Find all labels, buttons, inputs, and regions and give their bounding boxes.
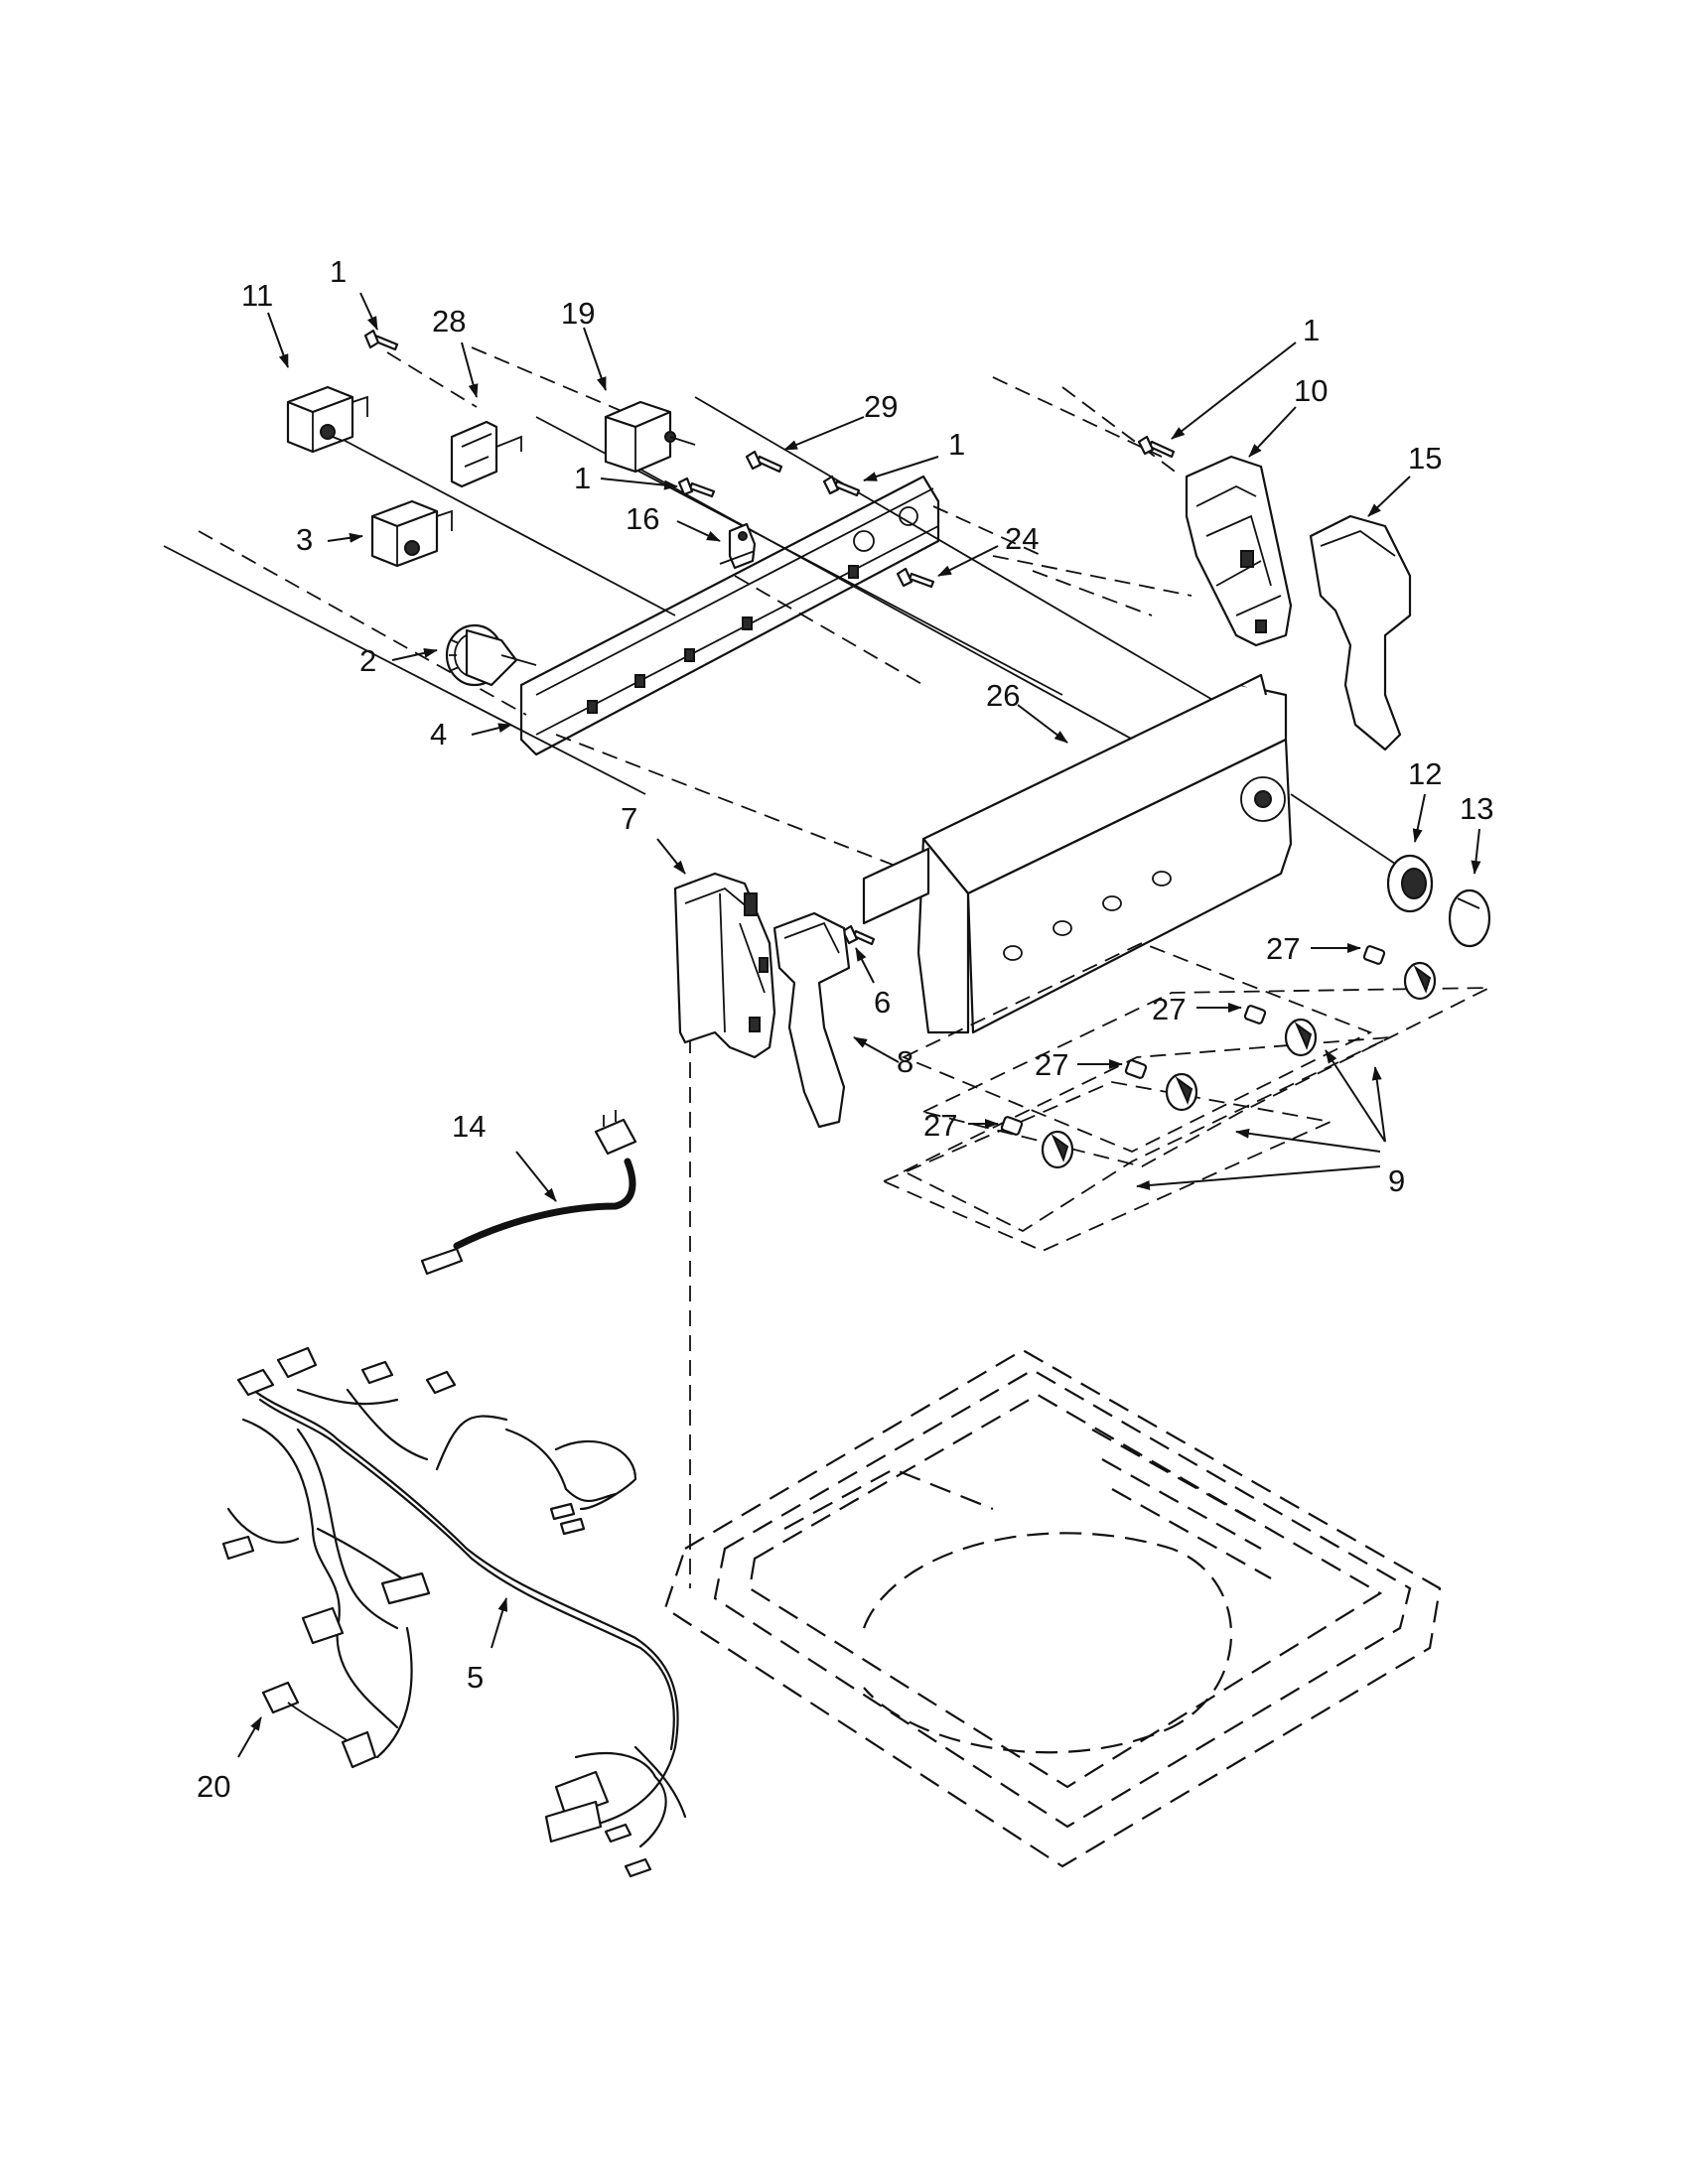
screw-1-top-left [363, 329, 399, 351]
callout-2: 2 [359, 643, 376, 678]
end-cap-10 [1185, 455, 1293, 647]
knob-9-a [1403, 961, 1437, 1001]
power-cord-harness-14 [420, 1110, 637, 1276]
leader-lines [237, 292, 1481, 1758]
callout-27-c: 27 [1035, 1047, 1068, 1082]
screw-1-right-center [822, 475, 861, 497]
callout-24: 24 [1005, 521, 1039, 556]
part-28-bracket [450, 420, 522, 488]
console-panel [862, 673, 1293, 1034]
control-panel-bracket [519, 475, 940, 756]
callout-19: 19 [561, 296, 595, 331]
callout-1-center: 1 [574, 461, 591, 495]
screw-1-top-right [1137, 435, 1176, 459]
knob-group-outline [881, 942, 1490, 1252]
knob-9-d [1041, 1130, 1074, 1169]
callout-29: 29 [864, 389, 898, 424]
callout-20: 20 [197, 1769, 230, 1804]
end-cover-15 [1309, 514, 1412, 751]
callout-28: 28 [432, 304, 466, 339]
callout-27-d: 27 [923, 1108, 957, 1143]
rotary-switch-2 [445, 623, 537, 687]
callout-27-b: 27 [1152, 992, 1186, 1026]
callout-11: 11 [241, 278, 273, 313]
switch-3 [370, 499, 453, 568]
button-27-d [1000, 1116, 1024, 1136]
callout-26: 26 [986, 678, 1020, 713]
callout-7: 7 [621, 801, 637, 836]
callout-12: 12 [1408, 756, 1442, 791]
button-27-c [1124, 1059, 1148, 1079]
button-27-a [1362, 945, 1386, 965]
screw-6 [841, 924, 876, 946]
board-20 [261, 1681, 377, 1769]
screw-29 [745, 450, 783, 474]
knob-9-c [1165, 1072, 1198, 1112]
wire-harness-5 [221, 1346, 687, 1878]
callout-9: 9 [1388, 1163, 1405, 1198]
callout-13: 13 [1460, 791, 1493, 826]
callout-6: 6 [874, 985, 891, 1020]
callout-15: 15 [1408, 441, 1442, 476]
callout-14: 14 [452, 1109, 486, 1144]
button-27-b [1243, 1005, 1267, 1024]
screw-1-center [677, 477, 716, 498]
callout-1-right-center: 1 [948, 427, 965, 462]
callout-10: 10 [1294, 373, 1328, 408]
knob-13 [1448, 888, 1491, 948]
callout-1-top-right: 1 [1303, 313, 1320, 347]
knob-9-b [1284, 1018, 1318, 1057]
callout-1-top-left: 1 [330, 254, 347, 289]
callout-5: 5 [467, 1660, 484, 1695]
cabinet-top-outline [663, 1348, 1442, 1868]
callout-8: 8 [897, 1044, 913, 1079]
knob-bezel-12 [1386, 854, 1434, 913]
callout-labels: 11 1 28 19 29 1 1 16 1 10 15 24 3 2 4 26… [197, 254, 1493, 1804]
end-cover-8 [772, 911, 851, 1129]
callout-3: 3 [296, 522, 313, 557]
timer-19 [604, 400, 696, 474]
switch-11 [286, 385, 368, 454]
callout-16: 16 [626, 501, 659, 536]
screw-24 [896, 567, 935, 589]
callout-4: 4 [430, 717, 447, 751]
bracket-16 [719, 522, 757, 570]
end-cap-7 [673, 872, 776, 1059]
callout-27-a: 27 [1266, 931, 1300, 966]
